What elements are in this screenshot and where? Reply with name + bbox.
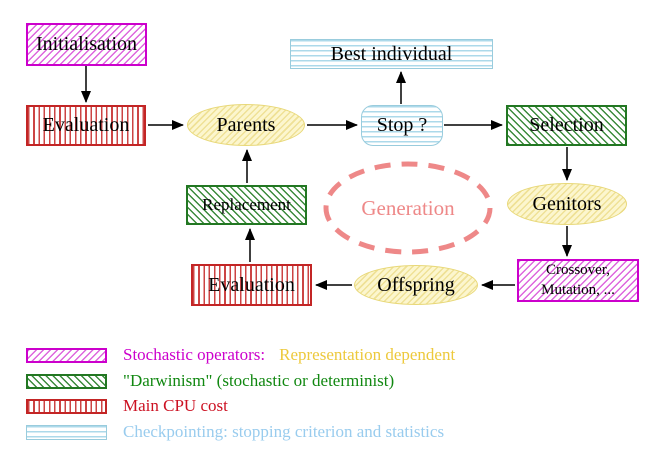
legend-swatch-cyan-stripes [26,424,107,440]
node-initialisation-label: Initialisation [35,33,138,55]
node-genitors: Genitors [507,183,627,225]
node-evaluation-top-label: Evaluation [42,114,130,136]
node-best-individual: Best individual [290,39,493,69]
legend-label-cpu-cost: Main CPU cost [123,396,228,415]
node-selection-label: Selection [529,114,604,136]
node-evaluation-top: Evaluation [26,105,146,146]
node-crossover-mutation: Crossover, Mutation, ... [517,259,639,302]
legend-label-checkpointing: Checkpointing: stopping criterion and st… [123,422,445,441]
legend-row-darwinism: "Darwinism" (stochastic or determinist) [26,370,394,392]
node-initialisation: Initialisation [26,23,147,66]
legend-row-checkpointing: Checkpointing: stopping criterion and st… [26,421,444,443]
node-parents-label: Parents [216,113,276,136]
legend-label-darwinism: "Darwinism" (stochastic or determinist) [123,371,395,390]
node-offspring-label: Offspring [377,273,455,296]
legend-swatch-magenta-hatch [26,347,107,363]
legend-row-stochastic: Stochastic operators: Representation dep… [26,344,455,366]
node-replacement-label: Replacement [202,195,291,215]
legend-swatch-red-stripes [26,398,107,414]
node-stop: Stop ? [361,105,443,146]
legend-label-representation: Representation dependent [279,345,456,364]
node-offspring: Offspring [354,265,478,305]
generation-label: Generation [361,195,455,220]
legend-label-stochastic: Stochastic operators: [123,345,266,364]
node-crossover-line1: Crossover, [546,262,610,278]
node-replacement: Replacement [186,185,307,225]
node-crossover-line2: Mutation, ... [541,281,615,298]
generation-dashed-ellipse [323,161,493,255]
node-genitors-label: Genitors [532,192,602,215]
node-stop-label: Stop ? [376,114,428,136]
node-evaluation-bottom-label: Evaluation [208,273,295,296]
node-best-individual-label: Best individual [330,42,453,65]
node-evaluation-bottom: Evaluation [191,264,312,306]
legend-row-cpu-cost: Main CPU cost [26,395,228,417]
node-parents: Parents [187,104,305,146]
legend-swatch-green-hatch [26,373,107,389]
node-selection: Selection [506,105,627,146]
generation-label-wrap: Generation [326,186,490,230]
